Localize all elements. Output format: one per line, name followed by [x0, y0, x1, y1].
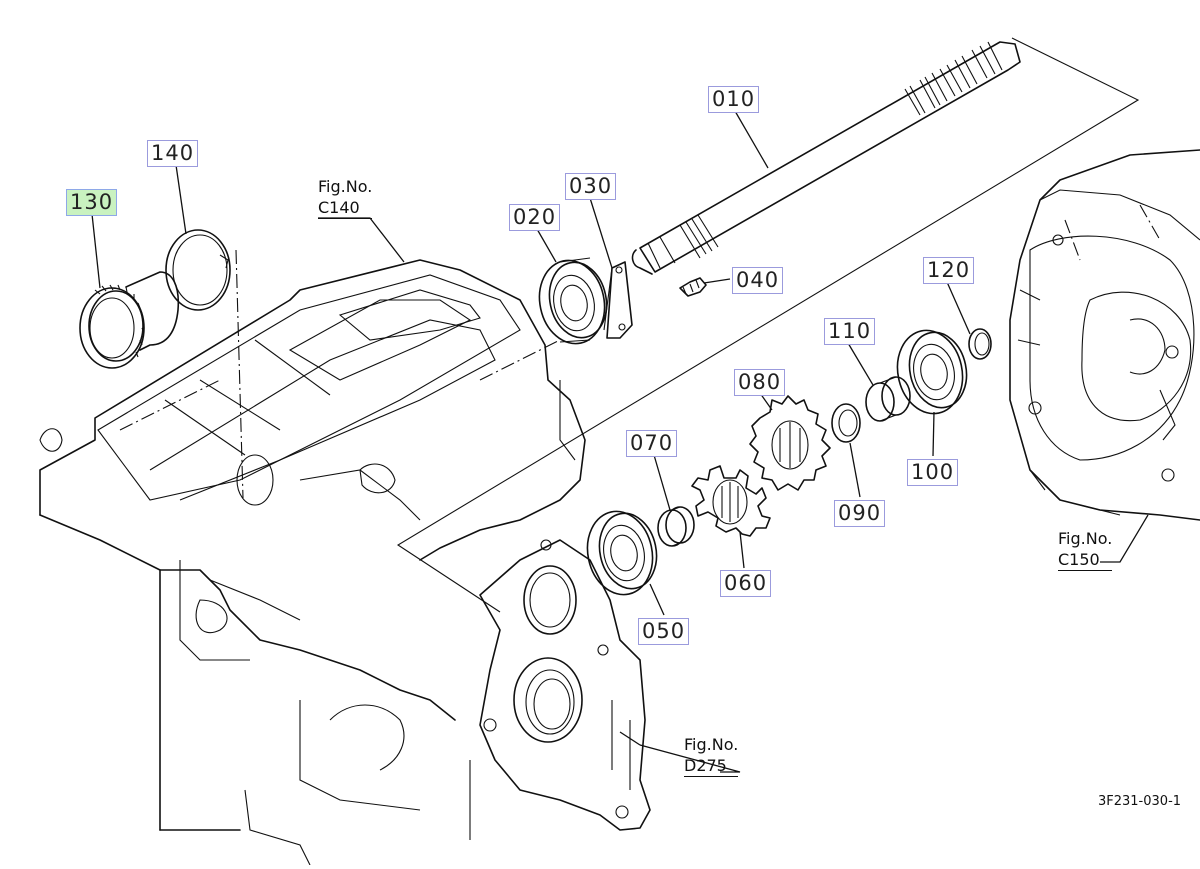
bearing-100: [896, 329, 968, 415]
figure-ref-label: Fig.No.: [684, 735, 739, 754]
sleeve-gear-130: [79, 271, 180, 369]
collar-070: [657, 506, 695, 547]
callout-010[interactable]: 010: [708, 86, 760, 113]
shaft-010: [631, 41, 1021, 275]
callout-030[interactable]: 030: [565, 173, 617, 200]
bearing-020: [538, 257, 608, 345]
callout-090[interactable]: 090: [834, 500, 886, 527]
diagram-code: 3F231-030-1: [1098, 794, 1182, 809]
figure-ref-d275[interactable]: Fig.No. D275: [684, 734, 739, 777]
figure-ref-label: Fig.No.: [1058, 529, 1113, 548]
callout-070[interactable]: 070: [626, 430, 678, 457]
plate-030: [603, 261, 633, 339]
assembly-guide-lines: [235, 37, 1140, 613]
collar-110: [865, 376, 911, 422]
callout-140[interactable]: 140: [147, 140, 199, 167]
callout-060[interactable]: 060: [720, 570, 772, 597]
fitting-040: [679, 277, 707, 297]
right-housing: [1009, 149, 1200, 521]
front-housing-plate: [479, 539, 651, 831]
figure-ref-c140[interactable]: Fig.No. C140: [318, 176, 373, 219]
callout-080[interactable]: 080: [734, 369, 786, 396]
callout-130[interactable]: 130: [66, 189, 118, 216]
callout-110[interactable]: 110: [824, 318, 876, 345]
callout-040[interactable]: 040: [732, 267, 784, 294]
gear-080: [749, 395, 831, 491]
figure-ref-c150[interactable]: Fig.No. C150: [1058, 528, 1113, 571]
snap-ring-120: [968, 328, 992, 360]
washer-090: [831, 403, 861, 443]
leader-lines: [91, 110, 1149, 773]
callout-100[interactable]: 100: [907, 459, 959, 486]
callout-120[interactable]: 120: [923, 257, 975, 284]
snap-ring-140: [165, 229, 231, 311]
transmission-case: [39, 259, 586, 866]
figure-ref-number: D275: [684, 755, 739, 777]
bearing-050: [586, 510, 658, 596]
gear-060: [691, 465, 771, 537]
callout-020[interactable]: 020: [509, 204, 561, 231]
figure-ref-number: C140: [318, 197, 373, 219]
figure-ref-number: C150: [1058, 549, 1113, 571]
figure-ref-label: Fig.No.: [318, 177, 373, 196]
callout-050[interactable]: 050: [638, 618, 690, 645]
